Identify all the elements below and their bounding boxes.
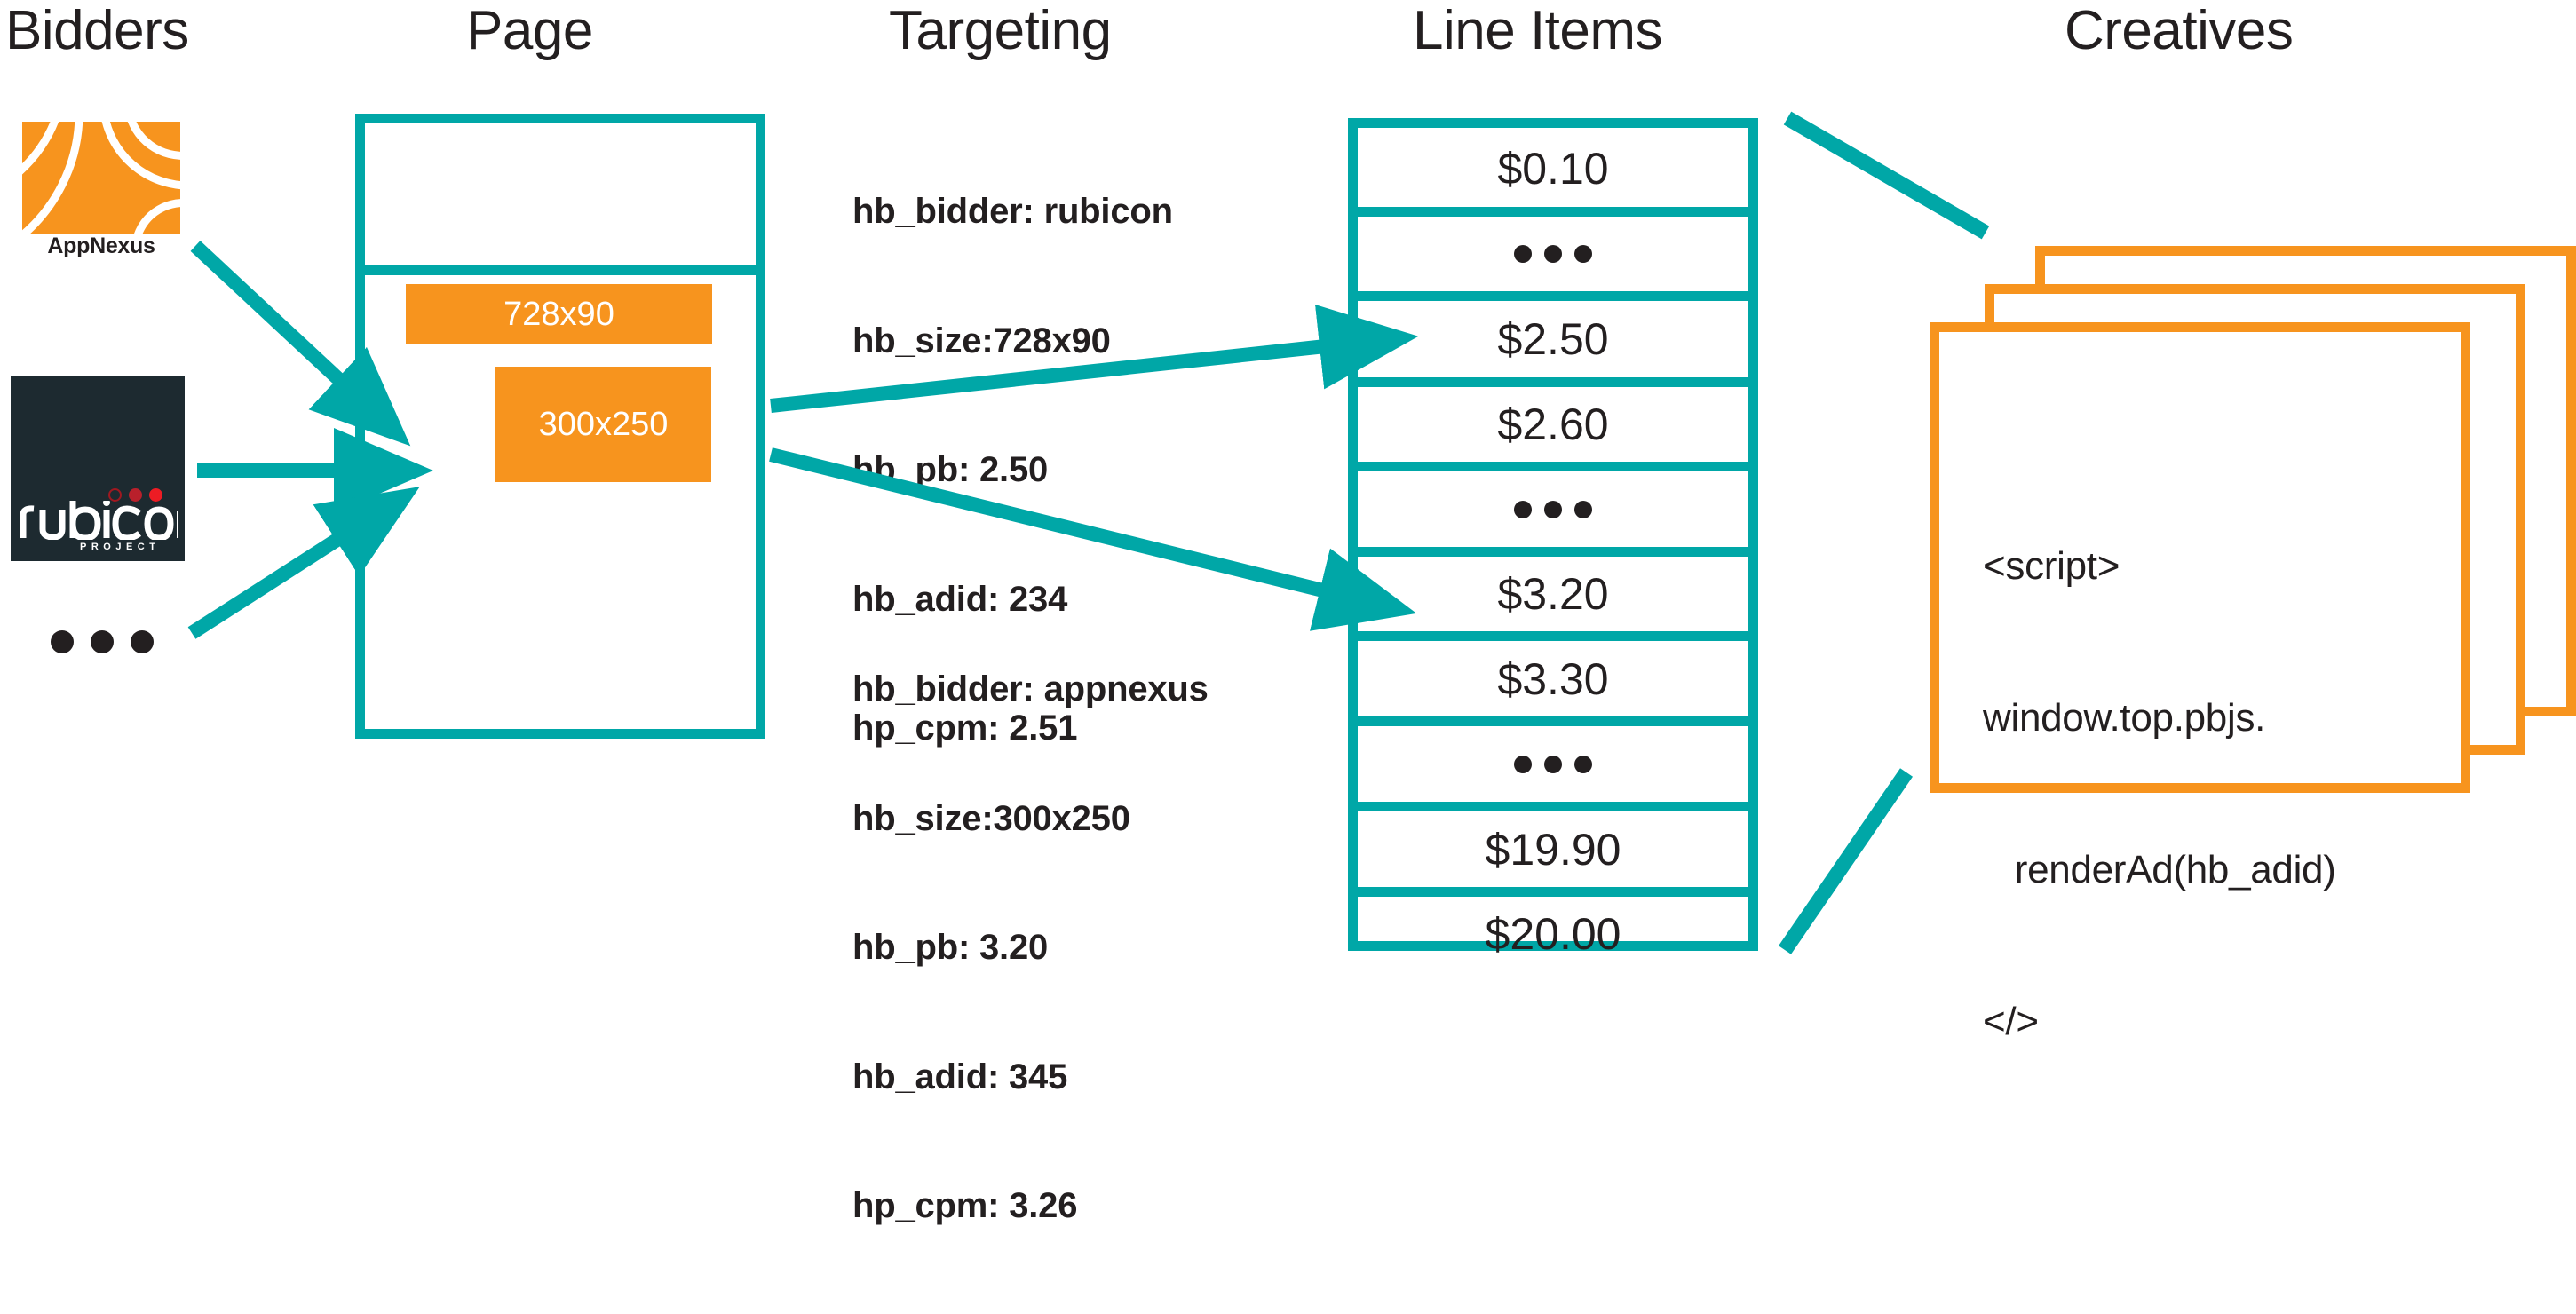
line-item-separator <box>1348 547 1758 557</box>
creative-code-line: </> <box>1983 1000 2039 1043</box>
creative-code-snippet: <script> window.top.pbjs. renderAd(hb_ad… <box>1983 439 2445 1148</box>
line-item-separator <box>1348 802 1758 811</box>
arrow-appnexus-to-page <box>190 241 411 447</box>
line-item-row[interactable]: $0.10 <box>1497 144 1609 194</box>
targeting-line: hb_size:300x250 <box>852 798 1130 838</box>
creative-code-line: window.top.pbjs. <box>1983 696 2266 740</box>
ellipsis-icon <box>1514 756 1592 774</box>
rubicon-wordmark-icon <box>20 501 178 540</box>
line-item-row-highlight[interactable]: $3.20 <box>1497 569 1609 620</box>
creative-code-line: <script> <box>1983 544 2120 588</box>
creative-card-front[interactable] <box>1930 322 2470 793</box>
arrow-more-bidders-to-page <box>187 487 420 639</box>
line-item-row[interactable] <box>1348 213 1758 296</box>
line-item-row[interactable]: $2.60 <box>1497 400 1609 450</box>
appnexus-label: AppNexus <box>47 234 155 258</box>
targeting-line: hb_bidder: rubicon <box>852 192 1173 231</box>
ellipsis-icon <box>1514 501 1592 519</box>
appnexus-logo-icon <box>22 122 180 234</box>
ad-slot-728x90[interactable]: 728x90 <box>406 284 712 344</box>
line-item-separator <box>1348 377 1758 387</box>
line-item-separator <box>1348 716 1758 726</box>
creative-code-line: renderAd(hb_adid) <box>1983 848 2336 891</box>
targeting-line: hp_cpm: 2.51 <box>852 708 1078 748</box>
targeting-line: hb_pb: 2.50 <box>852 450 1049 489</box>
column-heading-targeting: Targeting <box>889 0 1112 61</box>
line-item-row[interactable] <box>1348 724 1758 806</box>
targeting-line: hb_adid: 345 <box>852 1057 1068 1096</box>
bidder-rubicon-project: PROJECT <box>11 376 185 561</box>
rubicon-subtitle: PROJECT <box>80 542 161 552</box>
line-item-separator <box>1348 207 1758 217</box>
rubicon-dots-icon <box>108 488 163 503</box>
targeting-line: hb_size:728x90 <box>852 321 1111 360</box>
column-heading-bidders: Bidders <box>5 0 189 61</box>
column-heading-creatives: Creatives <box>2065 0 2294 61</box>
line-item-separator <box>1348 887 1758 897</box>
ellipsis-icon <box>1514 245 1592 264</box>
bidder-more-ellipsis <box>51 630 154 655</box>
connector-lineitems-to-creatives-top <box>1783 111 1990 240</box>
line-item-separator <box>1348 462 1758 471</box>
targeting-line: hb_pb: 3.20 <box>852 928 1049 967</box>
page-header-divider <box>355 265 765 275</box>
line-item-separator <box>1348 291 1758 301</box>
diagram-canvas: Bidders Page Targeting Line Items Creati… <box>5 0 2576 1225</box>
line-item-separator <box>1348 631 1758 641</box>
targeting-line: hb_bidder: appnexus <box>852 669 1209 708</box>
connector-lineitems-to-creatives-bottom <box>1778 768 1914 954</box>
line-item-row[interactable]: $20.00 <box>1485 909 1621 960</box>
column-heading-line-items: Line Items <box>1413 0 1663 61</box>
line-item-row[interactable] <box>1348 469 1758 551</box>
targeting-block-300x250: hb_bidder: appnexus hb_size:300x250 hb_p… <box>852 582 1209 1314</box>
targeting-line: hp_cpm: 3.26 <box>852 1186 1078 1225</box>
line-item-row-highlight[interactable]: $2.50 <box>1497 314 1609 365</box>
line-item-row[interactable]: $19.90 <box>1485 825 1621 875</box>
line-item-row[interactable]: $3.30 <box>1497 654 1609 705</box>
ad-slot-300x250[interactable]: 300x250 <box>495 367 711 482</box>
column-heading-page: Page <box>466 0 593 61</box>
bidder-appnexus: AppNexus <box>22 122 180 264</box>
